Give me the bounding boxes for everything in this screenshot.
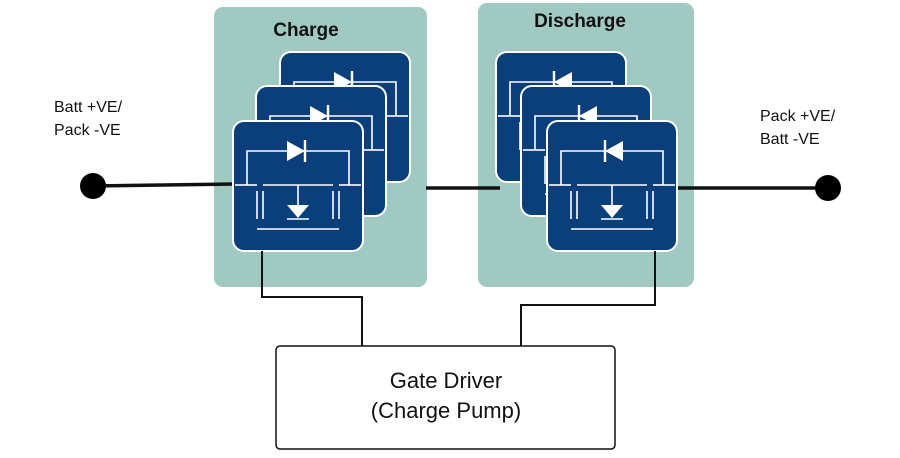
right-terminal-label-line2: Batt -VE (760, 131, 820, 148)
charge-gate-wire (261, 251, 363, 346)
left-bus-wire (92, 182, 237, 188)
gate-driver-title: Gate Driver (390, 368, 502, 393)
left-terminal-label-line1: Batt +VE/ (54, 99, 123, 116)
charge-mosfet-1 (231, 119, 365, 253)
discharge-gate-wire (520, 251, 656, 346)
discharge-group-title: Discharge (534, 11, 626, 32)
right-terminal-label-line1: Pack +VE/ (760, 108, 836, 125)
left-terminal-label-line2: Pack -VE (54, 122, 121, 139)
gate-driver-box (275, 345, 616, 450)
charge-group-title: Charge (273, 20, 338, 41)
left-terminal-dot (80, 173, 106, 199)
gate-driver-subtitle: (Charge Pump) (371, 398, 521, 423)
right-terminal-dot (815, 175, 841, 201)
discharge-mosfet-1 (545, 119, 679, 253)
